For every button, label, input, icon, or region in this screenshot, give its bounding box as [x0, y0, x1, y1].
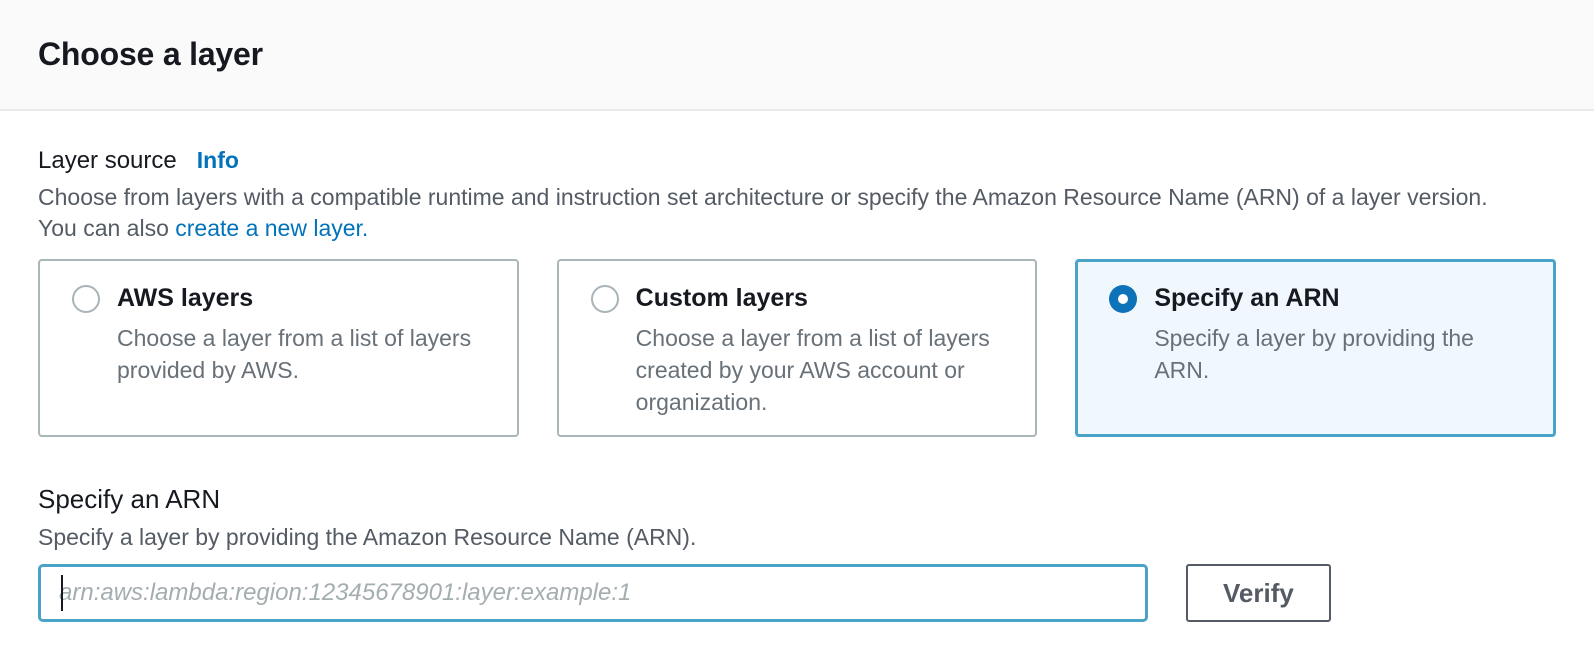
radio-button-unselected[interactable]: [590, 284, 619, 313]
layer-source-label: Layer source: [38, 147, 177, 174]
arn-input[interactable]: [38, 564, 1148, 622]
specify-arn-description: Specify a layer by providing the Amazon …: [38, 524, 697, 550]
verify-button[interactable]: Verify: [1186, 564, 1331, 622]
info-link[interactable]: Info: [196, 147, 239, 173]
specify-arn-heading: Specify an ARN: [38, 484, 221, 514]
option-description: Choose a layer from a list of layers pro…: [117, 325, 472, 383]
page-title: Choose a layer: [38, 36, 263, 72]
layer-source-options: AWS layers Choose a layer from a list of…: [38, 259, 1557, 437]
option-title: Specify an ARN: [1154, 284, 1340, 312]
option-title: Custom layers: [635, 284, 808, 312]
arn-input-row: Verify: [38, 564, 1556, 622]
layer-source-description: Choose from layers with a compatible run…: [38, 182, 1506, 244]
card-head: Specify an ARN: [1109, 284, 1528, 313]
option-description: Specify a layer by providing the ARN.: [1154, 325, 1474, 383]
arn-input-wrapper: [38, 564, 1148, 622]
radio-button-selected[interactable]: [1109, 284, 1138, 313]
option-card-aws-layers[interactable]: AWS layers Choose a layer from a list of…: [38, 259, 519, 437]
layer-source-label-row: Layer source Info: [38, 147, 1556, 175]
option-description: Choose a layer from a list of layers cre…: [635, 325, 990, 415]
panel-content: Layer source Info Choose from layers wit…: [0, 111, 1594, 622]
card-head: AWS layers: [72, 284, 491, 313]
option-card-specify-arn[interactable]: Specify an ARN Specify a layer by provid…: [1075, 259, 1557, 437]
option-title: AWS layers: [117, 284, 254, 312]
panel-header: Choose a layer: [0, 0, 1594, 111]
create-new-layer-link[interactable]: create a new layer.: [175, 215, 369, 241]
layer-source-description-text: Choose from layers with a compatible run…: [38, 184, 1488, 241]
card-head: Custom layers: [590, 284, 1010, 313]
radio-button-unselected[interactable]: [72, 284, 100, 313]
option-card-custom-layers[interactable]: Custom layers Choose a layer from a list…: [556, 259, 1038, 437]
